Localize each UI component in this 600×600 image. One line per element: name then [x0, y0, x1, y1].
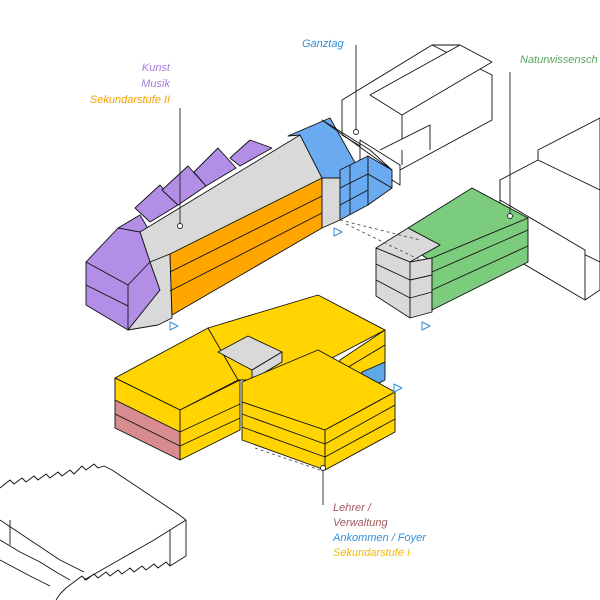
- sawtooth-roof-4: [193, 147, 237, 187]
- sawtooth-roof-5: [229, 139, 273, 167]
- entrance-markers: [169, 227, 431, 393]
- entrance-marker-1: [333, 227, 343, 237]
- north-building: [85, 117, 393, 331]
- label-naturwissenschaften: Naturwissensch: [520, 54, 598, 66]
- label-sekundarstufe-1: Sekundarstufe I: [333, 547, 411, 559]
- leader-lines: [177, 45, 513, 505]
- label-ankommen-foyer: Ankommen / Foyer: [333, 532, 426, 544]
- label-musik: Musik: [141, 78, 170, 90]
- label-kunst: Kunst: [141, 62, 170, 74]
- entrance-marker-4: [393, 383, 403, 393]
- entrance-marker-2: [169, 321, 179, 331]
- science-facade-green: [431, 217, 529, 311]
- label-sekundarstufe-2: Sekundarstufe II: [89, 94, 170, 106]
- label-lehrer: Lehrer /: [333, 502, 371, 514]
- entrance-marker-3: [421, 321, 431, 331]
- context-building-east: [499, 117, 600, 301]
- connector-lines: [254, 219, 421, 471]
- science-building: [375, 187, 529, 319]
- south-building: [114, 294, 396, 471]
- context-building-southwest: [0, 463, 187, 600]
- label-ganztag: Ganztag: [302, 38, 344, 50]
- label-verwaltung: Verwaltung: [333, 517, 388, 529]
